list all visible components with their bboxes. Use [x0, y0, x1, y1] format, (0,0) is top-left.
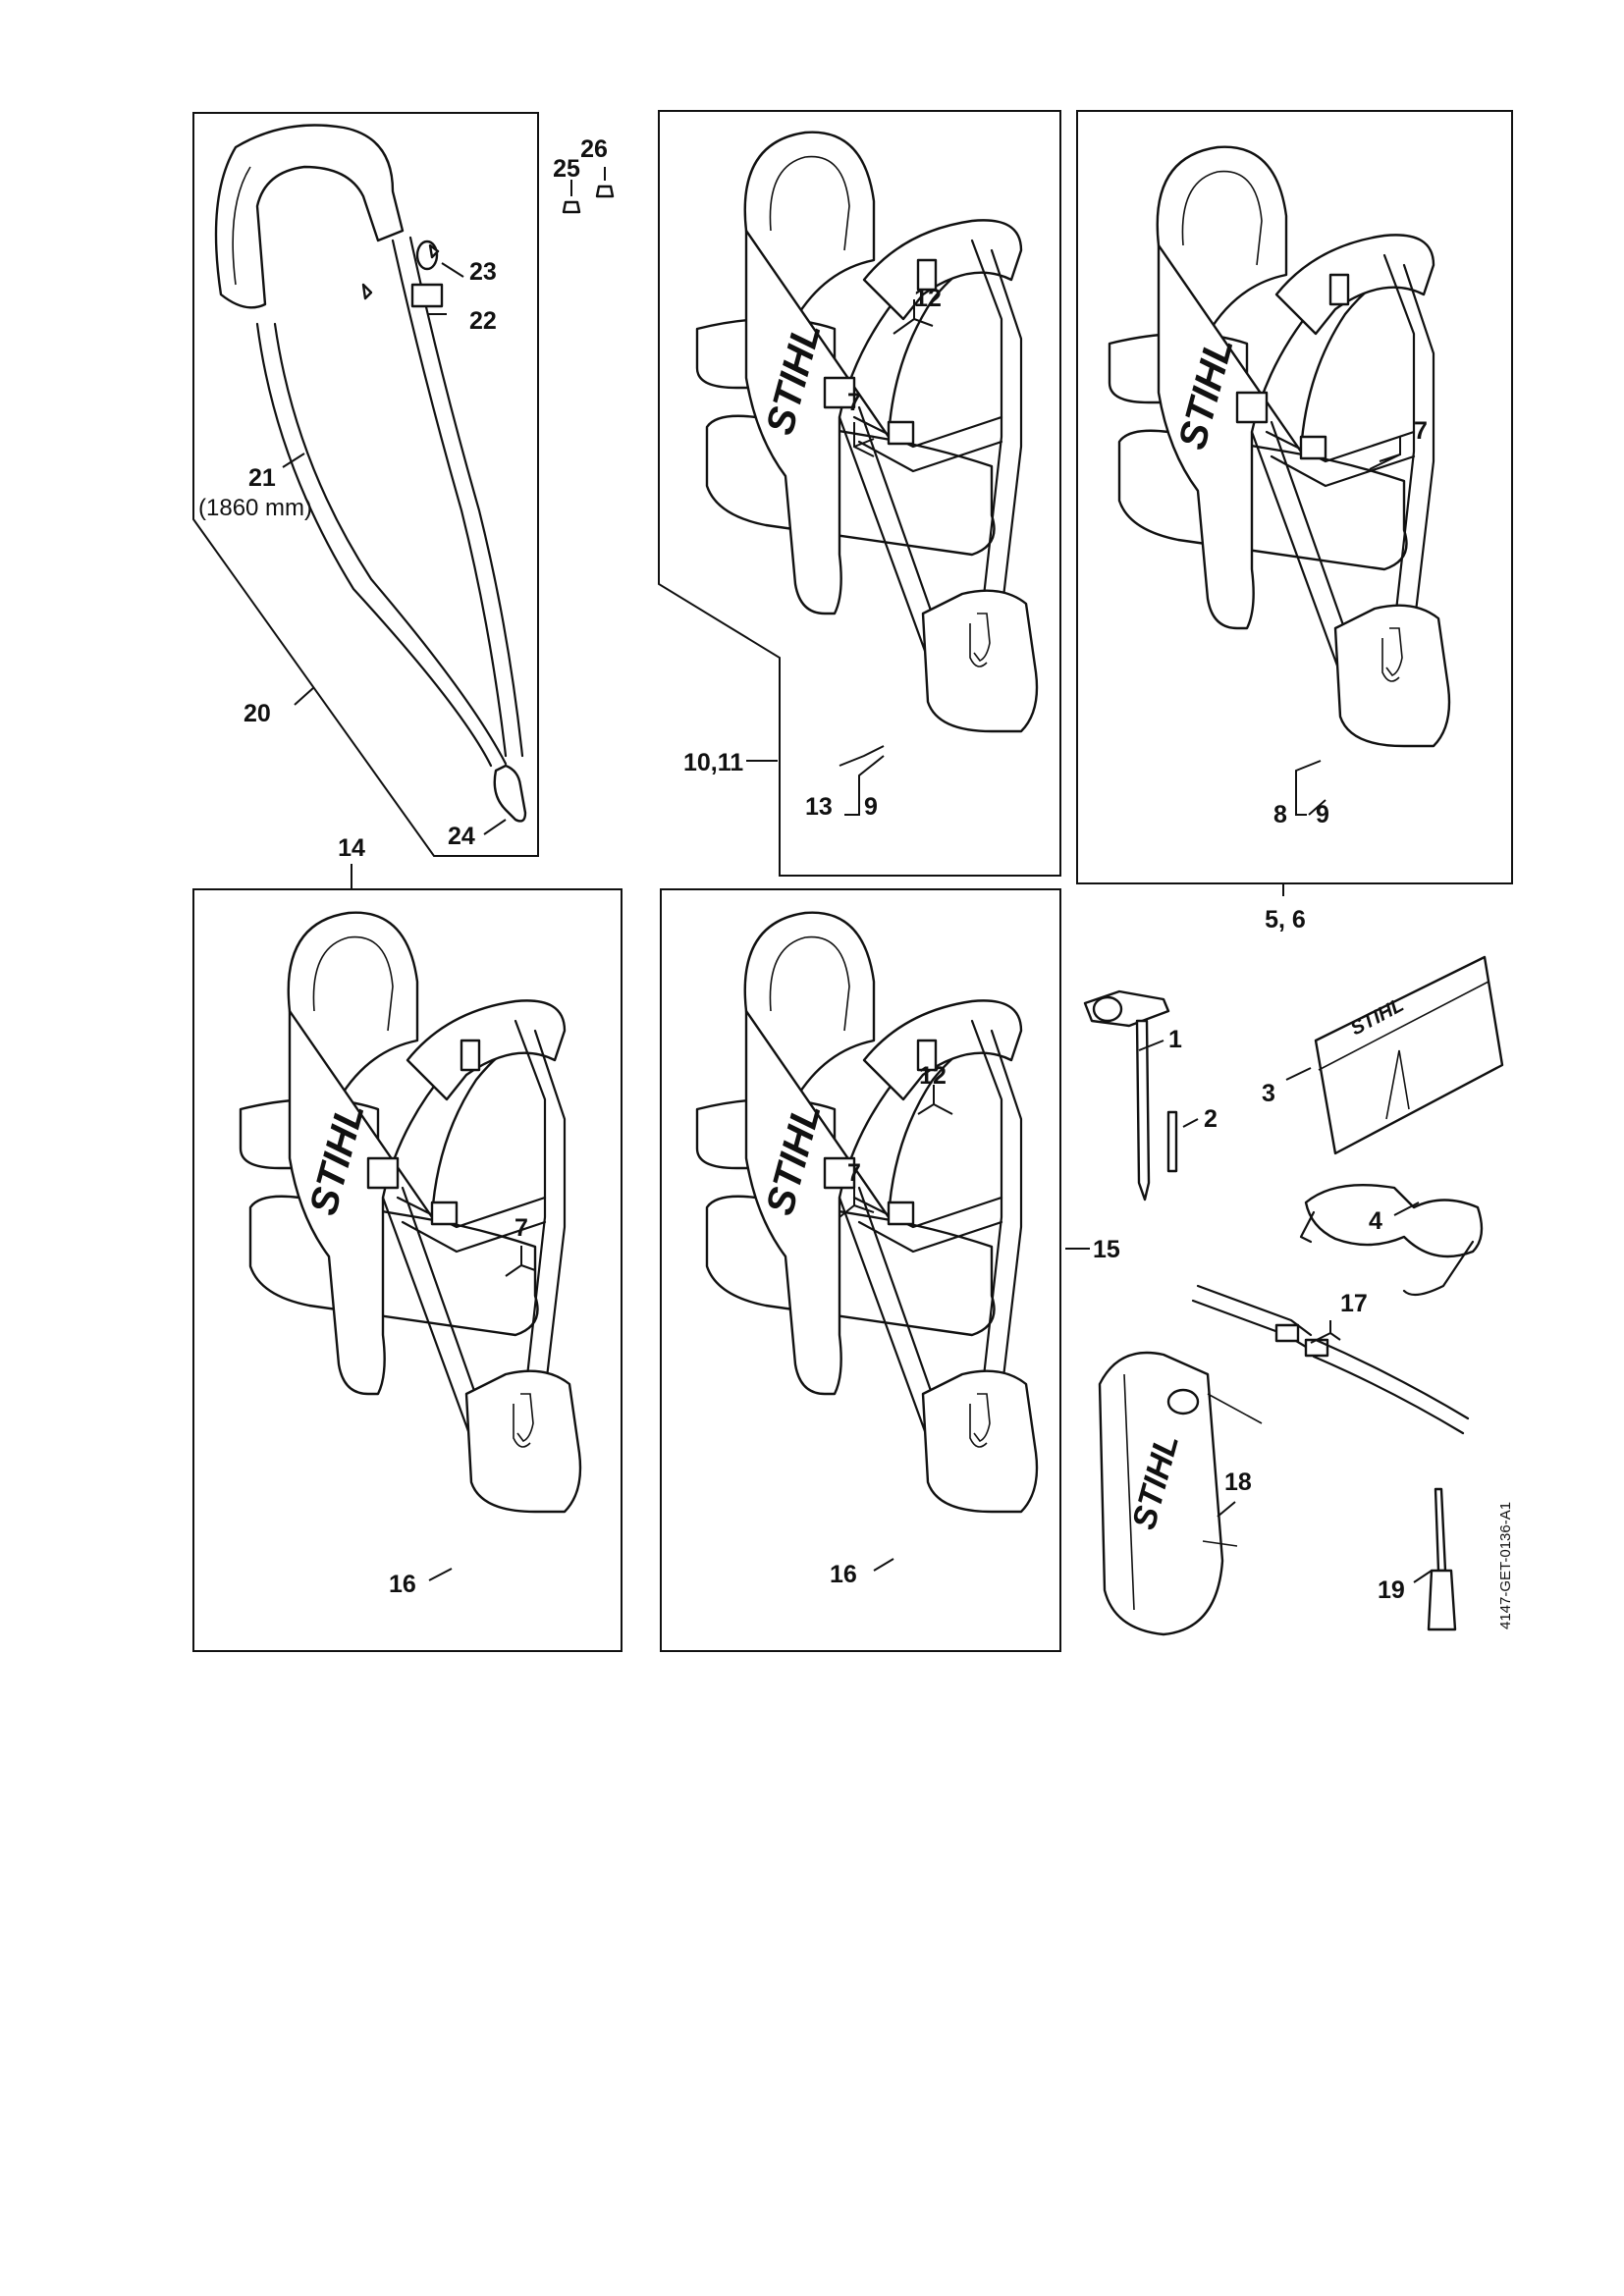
- leader-lines: [282, 262, 1433, 1583]
- connecting-strap: [1191, 1284, 1470, 1435]
- callout-7: 7: [847, 1159, 861, 1187]
- callout-26: 26: [580, 135, 608, 163]
- callout-25: 25: [553, 155, 580, 183]
- screw-25: [562, 200, 581, 214]
- harness-illustration-15: [695, 911, 1039, 1514]
- callout-24: 24: [448, 823, 475, 850]
- callout-5-6: 5, 6: [1265, 906, 1306, 934]
- safety-glasses: [1299, 1183, 1484, 1297]
- callout-23: 23: [469, 258, 497, 286]
- callout-12: 12: [919, 1062, 947, 1090]
- strap-length: (1860 mm): [198, 495, 312, 521]
- callout-14: 14: [338, 834, 365, 862]
- callout-7: 7: [514, 1214, 528, 1242]
- document-code: 4147-GET-0136-A1: [1497, 1502, 1514, 1629]
- callout-2: 2: [1204, 1105, 1218, 1133]
- callout-7: 7: [847, 389, 861, 416]
- tool-bag: STIHL: [1098, 1351, 1263, 1636]
- strap-illustration: [214, 124, 527, 823]
- callout-22: 22: [469, 307, 497, 335]
- combination-wrench: [1083, 989, 1170, 1201]
- tool-pouch: STIHL: [1314, 955, 1504, 1155]
- callout-9: 9: [1316, 801, 1329, 828]
- harness-illustration-10-11: [695, 131, 1039, 733]
- panel-frame-strap: [192, 112, 539, 857]
- callout-12: 12: [914, 285, 942, 312]
- callout-15: 15: [1093, 1236, 1120, 1263]
- callout-10-11: 10,11: [683, 749, 743, 776]
- callout-3: 3: [1262, 1080, 1275, 1107]
- nut-26: [595, 185, 615, 198]
- callout-16: 16: [830, 1561, 857, 1588]
- callout-9: 9: [864, 793, 878, 821]
- callout-4: 4: [1369, 1207, 1382, 1235]
- pin: [1166, 1110, 1178, 1173]
- callout-18: 18: [1224, 1468, 1252, 1496]
- harness-illustration-14: [239, 911, 582, 1514]
- harness-illustration-5-6: [1108, 145, 1451, 748]
- screwdriver: [1427, 1487, 1457, 1631]
- callout-8: 8: [1273, 801, 1287, 828]
- callout-7: 7: [1414, 417, 1428, 445]
- panel-frame-harness-14: [192, 888, 623, 1652]
- callout-16: 16: [389, 1571, 416, 1598]
- callout-13: 13: [805, 793, 833, 821]
- callout-19: 19: [1378, 1576, 1405, 1604]
- strap-buckle-22: [410, 283, 444, 308]
- callout-1: 1: [1168, 1026, 1182, 1053]
- panel-frame-harness-5-6: [1076, 110, 1513, 884]
- strap-carabiner-24: [493, 764, 527, 823]
- callout-20: 20: [244, 700, 271, 727]
- panel-frame-harness-10-11: [658, 110, 1061, 877]
- panel-frame-harness-15: [660, 888, 1061, 1652]
- callout-17: 17: [1340, 1290, 1368, 1317]
- callout-21: 21: [248, 464, 276, 492]
